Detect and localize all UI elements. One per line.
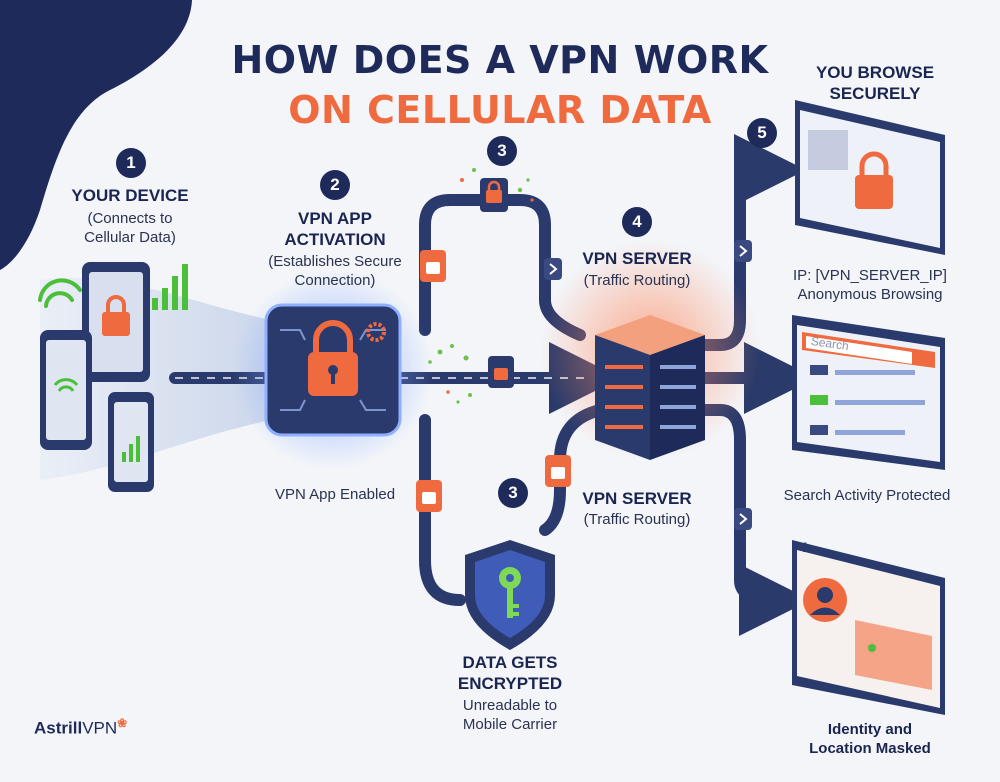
- step-5-badge: 5: [747, 118, 777, 148]
- social-logo-icon: f: [802, 540, 807, 555]
- identity-line-2: Location Masked: [809, 740, 931, 757]
- identity-line-1: Identity and: [827, 721, 913, 738]
- secure-browser-window: [795, 100, 945, 255]
- ip-line-1: IP: [VPN_SERVER_IP]: [793, 267, 947, 284]
- tablet-icon: [82, 262, 150, 382]
- route-chevrons: [544, 240, 752, 530]
- brand-name: Astrill: [34, 718, 83, 738]
- server-desc-2: (Traffic Routing): [583, 511, 691, 528]
- vpn-server: [540, 240, 760, 460]
- key-icon: [499, 567, 521, 618]
- server-title-2: VPN SERVER: [582, 489, 692, 508]
- small-phone-icon: [108, 392, 154, 492]
- gear-icon: [366, 322, 386, 342]
- encryption-shield: [465, 540, 555, 650]
- app-desc-1: (Establishes Secure: [268, 253, 402, 270]
- app-title-1: VPN APP: [297, 209, 372, 228]
- browse-title-2: SECURELY: [829, 84, 921, 103]
- encrypt-desc-1: Unreadable to: [462, 697, 558, 714]
- profile-browser-window: [792, 540, 945, 715]
- vpn-app-chip: [233, 270, 433, 470]
- title-line-2: ON CELLULAR DATA: [288, 88, 712, 132]
- browse-title-1: YOU BROWSE: [815, 63, 935, 82]
- title-line-1: HOW DOES A VPN WORK: [231, 38, 769, 82]
- encrypt-title-2: ENCRYPTED: [457, 674, 563, 693]
- corner-blob: [0, 0, 192, 270]
- brand-logo: AstrillVPN❀: [34, 716, 127, 739]
- encrypted-packets: [416, 178, 571, 512]
- device-desc-2: Cellular Data): [84, 229, 176, 246]
- app-caption: VPN App Enabled: [274, 486, 396, 503]
- step-4-badge: 4: [622, 207, 652, 237]
- app-desc-2: Connection): [294, 272, 376, 289]
- server-desc: (Traffic Routing): [583, 272, 691, 289]
- step-1-badge: 1: [116, 148, 146, 178]
- phone-icon: [40, 330, 92, 450]
- step-2-badge: 2: [320, 170, 350, 200]
- search-browser-window: [792, 315, 945, 470]
- server-title: VPN SERVER: [582, 249, 692, 268]
- wifi-icon: [38, 278, 82, 308]
- brand-mark-icon: ❀: [117, 716, 128, 730]
- search-caption: Search Activity Protected: [783, 487, 951, 504]
- device-desc-1: (Connects to: [87, 210, 173, 227]
- device-cluster: [38, 262, 188, 492]
- device-title: YOUR DEVICE: [71, 186, 189, 205]
- app-title-2: ACTIVATION: [284, 230, 386, 249]
- brand-suffix: VPN: [82, 718, 118, 738]
- encrypt-title-1: DATA GETS: [462, 653, 558, 672]
- step-3-bottom-badge: 3: [498, 478, 528, 508]
- signal-bars-icon: [152, 264, 188, 310]
- ip-line-2: Anonymous Browsing: [797, 286, 943, 303]
- encrypt-desc-2: Mobile Carrier: [462, 716, 558, 733]
- step-3-top-badge: 3: [487, 136, 517, 166]
